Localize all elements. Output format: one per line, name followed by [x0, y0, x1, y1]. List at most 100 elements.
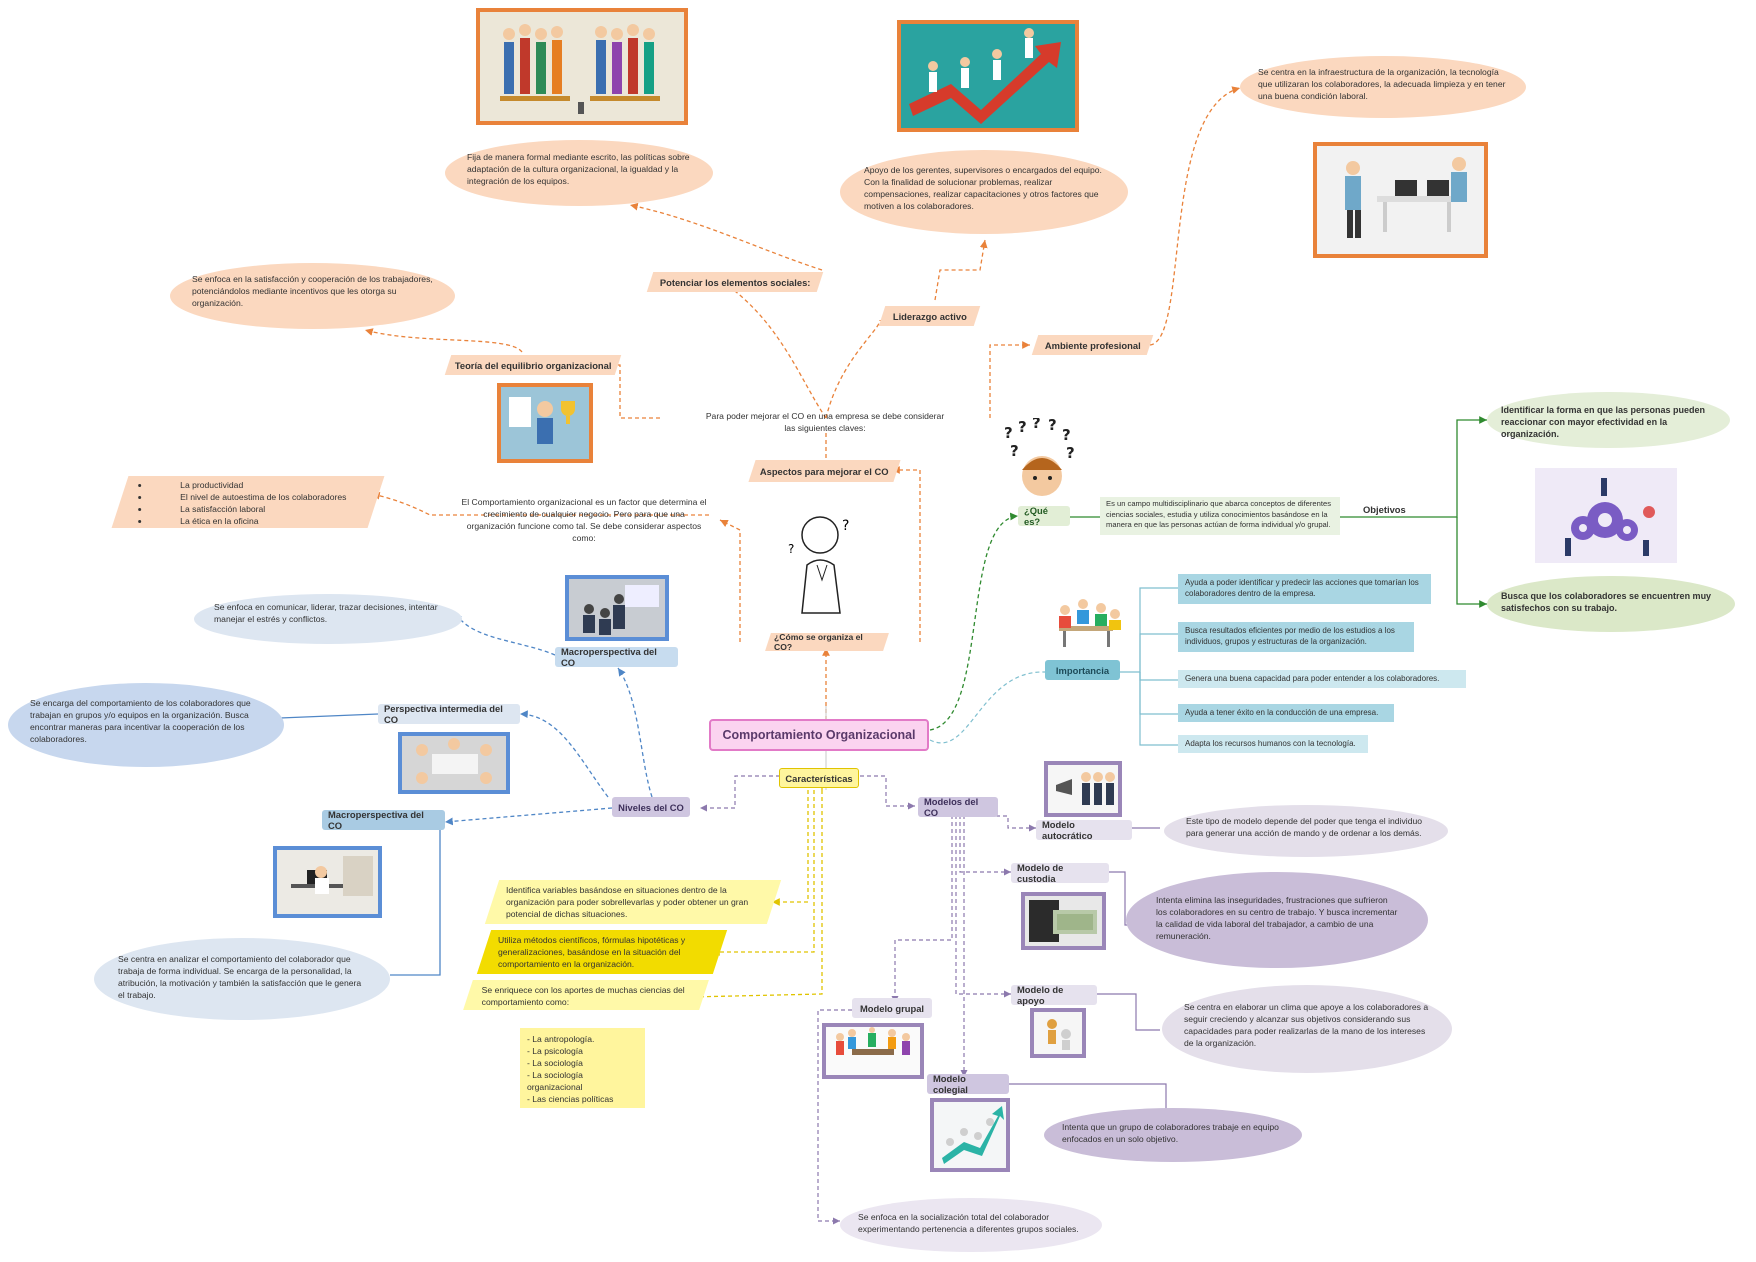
como-list-item: El nivel de autoestima de los colaborado… — [150, 491, 376, 503]
caracteristica-1[interactable]: Identifica variables basándose en situac… — [484, 880, 782, 924]
liderazgo-bubble: Apoyo de los gerentes, supervisores o en… — [840, 150, 1128, 234]
macro-bottom-bubble: Se centra en analizar el comportamiento … — [94, 938, 390, 1020]
ciencia-item: - La sociología organizacional — [527, 1070, 583, 1092]
autocratico-node[interactable]: Modelo autocrático — [1036, 819, 1132, 841]
macro-top-text: Se enfoca en comunicar, liderar, trazar … — [214, 602, 438, 624]
como-list-box: La productividad El nivel de autoestima … — [111, 476, 385, 528]
intermedia-node[interactable]: Perspectiva intermedia del CO — [378, 703, 520, 725]
central-topic-label: Comportamiento Organizacional — [722, 728, 916, 742]
quees-text-box: Es un campo multidisciplinario que abarc… — [1100, 497, 1340, 535]
apoyo-text: Se centra en elaborar un clima que apoye… — [1184, 1002, 1429, 1048]
people-balance-image — [476, 8, 688, 125]
modelos-label: Modelos del CO — [924, 796, 979, 818]
teoria-label: Teoría del equilibrio organizacional — [454, 359, 612, 371]
svg-text:?: ? — [1066, 444, 1075, 462]
como-list-item: La satisfacción laboral — [150, 503, 376, 515]
importancia-item-5[interactable]: Adapta los recursos humanos con la tecno… — [1178, 735, 1368, 753]
megaphone-image — [1044, 761, 1122, 817]
niveles-label: Niveles del CO — [618, 801, 684, 813]
ciencias-list-box: - La antropología. - La psicología - La … — [520, 1028, 645, 1108]
grupal-node[interactable]: Modelo grupal — [852, 998, 932, 1018]
ciencia-item: - La psicología — [527, 1046, 583, 1056]
ciencia-item: - Las ciencias políticas — [527, 1094, 614, 1104]
ciencia-item: - La antropología. — [527, 1034, 595, 1044]
svg-text:?: ? — [788, 542, 794, 556]
como-label: ¿Cómo se organiza el CO? — [774, 632, 863, 652]
svg-text:?: ? — [1048, 418, 1057, 434]
potenciar-text: Fija de manera formal mediante escrito, … — [467, 152, 690, 186]
caracteristicas-node[interactable]: Características — [779, 768, 859, 788]
importancia-item-text: Busca resultados eficientes por medio de… — [1185, 626, 1395, 646]
caracteristica-2-text: Utiliza métodos científicos, fórmulas hi… — [498, 935, 686, 969]
autocratico-label: Modelo autocrático — [1042, 819, 1093, 841]
colegial-label: Modelo colegial — [933, 1073, 968, 1095]
apoyo-node[interactable]: Modelo de apoyo — [1011, 984, 1097, 1006]
teoria-node[interactable]: Teoría del equilibrio organizacional — [444, 355, 622, 375]
objetivo-1-text: Identificar la forma en que las personas… — [1501, 405, 1706, 439]
money-image — [1021, 892, 1106, 950]
importancia-item-2[interactable]: Busca resultados eficientes por medio de… — [1178, 622, 1414, 652]
grupal-text: Se enfoca en la socialización total del … — [858, 1212, 1079, 1234]
niveles-node[interactable]: Niveles del CO — [612, 797, 690, 817]
como-text: El Comportamiento organizacional es un f… — [461, 497, 707, 543]
central-topic[interactable]: Comportamiento Organizacional — [709, 719, 929, 751]
ambiente-bubble: Se centra en la infraestructura de la or… — [1240, 56, 1526, 118]
potenciar-label: Potenciar los elementos sociales: — [659, 276, 811, 288]
como-node[interactable]: ¿Cómo se organiza el CO? — [765, 632, 889, 652]
macro-bottom-text: Se centra en analizar el comportamiento … — [118, 954, 362, 1000]
objetivo-2-text: Busca que los colaboradores se encuentre… — [1501, 591, 1712, 613]
svg-text:?: ? — [1004, 424, 1013, 442]
quees-text: Es un campo multidisciplinario que abarc… — [1106, 499, 1331, 529]
liderazgo-node[interactable]: Liderazgo activo — [878, 306, 981, 326]
group-meeting-image — [822, 1023, 924, 1079]
importancia-item-text: Genera una buena capacidad para poder en… — [1185, 674, 1440, 683]
liderazgo-label: Liderazgo activo — [892, 310, 967, 322]
team-hands-image — [398, 732, 510, 794]
quees-node[interactable]: ¿Qué es? — [1018, 505, 1070, 527]
office-cleaning-image — [1313, 142, 1488, 258]
teamwork-gears-image — [1535, 468, 1677, 563]
svg-text:?: ? — [1062, 426, 1071, 444]
caracteristica-3[interactable]: Se enriquece con los aportes de muchas c… — [463, 980, 709, 1010]
macro-bottom-node[interactable]: Macroperspectiva del CO — [322, 809, 445, 831]
teamwork-arrow-image — [930, 1098, 1010, 1172]
macro-bottom-label: Macroperspectiva del CO — [328, 809, 424, 831]
importancia-item-1[interactable]: Ayuda a poder identificar y predecir las… — [1178, 574, 1431, 604]
custodia-node[interactable]: Modelo de custodia — [1011, 862, 1109, 884]
modelos-node[interactable]: Modelos del CO — [918, 796, 998, 818]
autocratico-bubble: Este tipo de modelo depende del poder qu… — [1164, 805, 1448, 857]
trophy-image — [497, 383, 593, 463]
importancia-item-4[interactable]: Ayuda a tener éxito en la conducción de … — [1178, 704, 1394, 722]
aspectos-text: Para poder mejorar el CO en una empresa … — [705, 411, 945, 433]
apoyo-bubble: Se centra en elaborar un clima que apoye… — [1162, 985, 1452, 1073]
quees-label: ¿Qué es? — [1024, 505, 1048, 527]
ambiente-node[interactable]: Ambiente profesional — [1031, 335, 1154, 355]
importancia-node[interactable]: Importancia — [1045, 660, 1120, 680]
liderazgo-text: Apoyo de los gerentes, supervisores o en… — [864, 165, 1102, 211]
importancia-item-text: Ayuda a tener éxito en la conducción de … — [1185, 708, 1379, 717]
colegial-node[interactable]: Modelo colegial — [927, 1073, 1009, 1095]
importancia-label: Importancia — [1055, 664, 1110, 676]
como-list: La productividad El nivel de autoestima … — [120, 476, 376, 527]
macro-top-bubble: Se enfoca en comunicar, liderar, trazar … — [194, 594, 462, 644]
aspectos-label: Aspectos para mejorar el CO — [760, 465, 889, 477]
macro-top-node[interactable]: Macroperspectiva del CO — [555, 646, 678, 668]
svg-text:?: ? — [842, 518, 849, 534]
potenciar-node[interactable]: Potenciar los elementos sociales: — [646, 272, 824, 292]
thinking-person-image: ? ? — [782, 505, 864, 615]
importancia-item-text: Ayuda a poder identificar y predecir las… — [1185, 578, 1419, 598]
importancia-item-text: Adapta los recursos humanos con la tecno… — [1185, 739, 1356, 748]
macro-top-label: Macroperspectiva del CO — [561, 646, 657, 668]
svg-text:?: ? — [1010, 442, 1019, 460]
importancia-item-3[interactable]: Genera una buena capacidad para poder en… — [1178, 670, 1466, 688]
support-figure-image — [1030, 1008, 1086, 1058]
caracteristica-2[interactable]: Utiliza métodos científicos, fórmulas hi… — [476, 930, 728, 974]
presentation-image — [565, 575, 669, 641]
caracteristicas-label: Características — [785, 772, 853, 784]
individual-worker-image — [273, 846, 382, 918]
caracteristica-3-text: Se enriquece con los aportes de muchas c… — [481, 985, 685, 1007]
ambiente-label: Ambiente profesional — [1044, 339, 1141, 351]
como-list-item: La productividad — [150, 479, 376, 491]
aspectos-node[interactable]: Aspectos para mejorar el CO — [748, 460, 901, 482]
custodia-bubble: Intenta elimina las inseguridades, frust… — [1126, 872, 1428, 968]
